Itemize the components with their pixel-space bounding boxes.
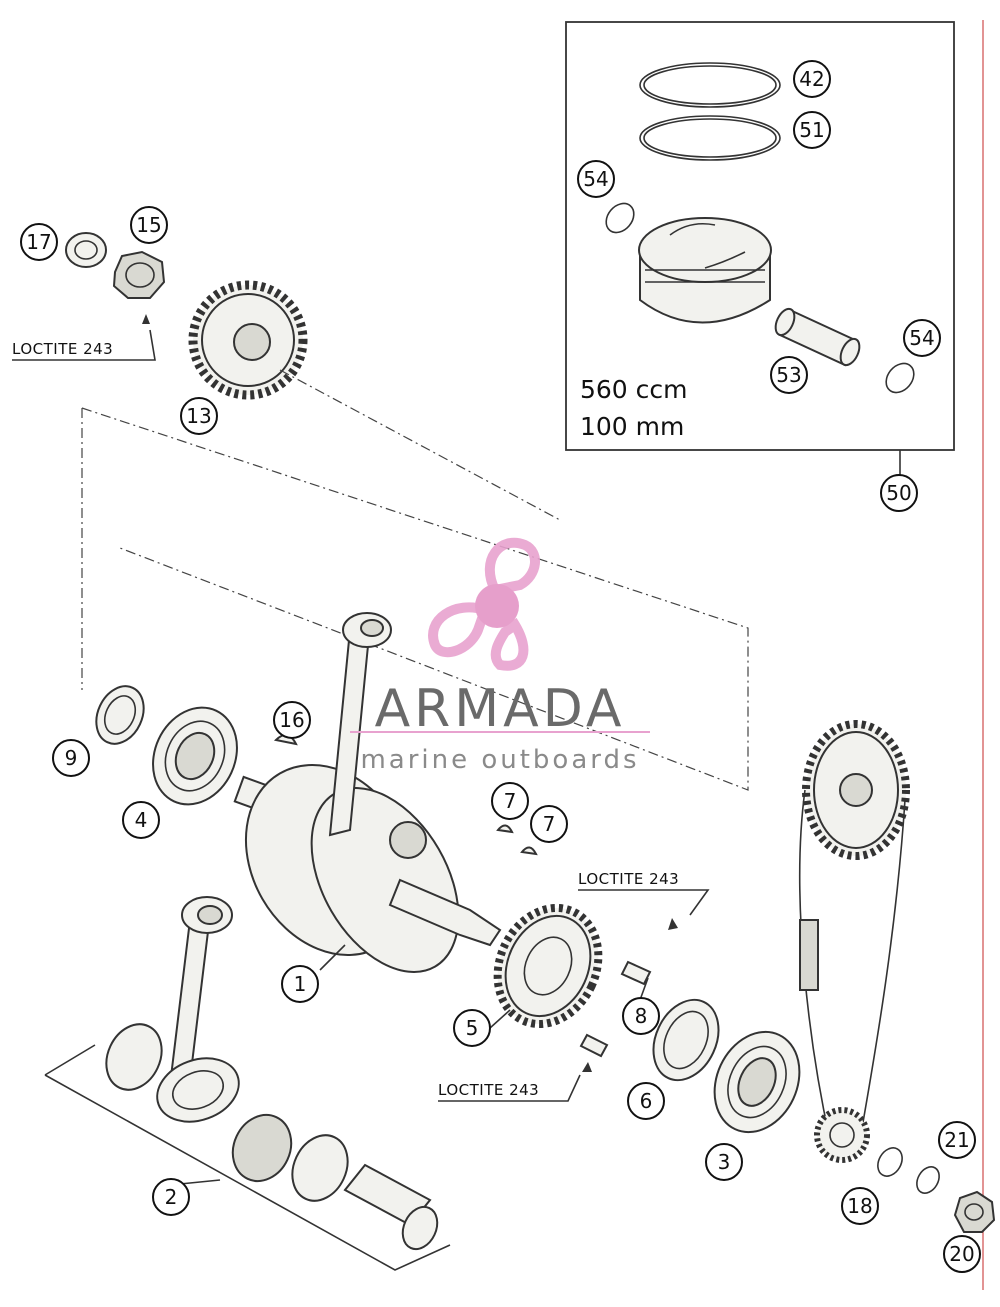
callout-16: 16 [273, 701, 311, 739]
crankshaft [233, 612, 502, 973]
callout-13: 13 [180, 397, 218, 435]
nut-20 [953, 1190, 996, 1233]
svg-text:42: 42 [799, 67, 824, 91]
nut-15 [112, 250, 166, 324]
svg-text:20: 20 [949, 1242, 974, 1266]
svg-text:8: 8 [635, 1004, 648, 1028]
svg-text:54: 54 [909, 326, 934, 350]
callout-54-right: 54 [903, 319, 941, 357]
circlip-left [605, 202, 635, 234]
piston [638, 217, 772, 324]
seal-ring-17 [65, 232, 107, 268]
screws-8 [579, 918, 678, 1072]
callout-3: 3 [705, 1143, 743, 1181]
svg-text:3: 3 [718, 1150, 731, 1174]
watermark-tagline: marine outboards [360, 745, 639, 775]
connecting-rod-kit [44, 896, 451, 1271]
svg-text:5: 5 [466, 1016, 479, 1040]
callout-20: 20 [943, 1235, 981, 1273]
circlip-18 [877, 1147, 903, 1177]
washer-21 [916, 1166, 940, 1194]
piston-ring-51 [639, 115, 781, 161]
svg-text:LOCTITE 243: LOCTITE 243 [578, 870, 679, 888]
svg-text:LOCTITE 243: LOCTITE 243 [12, 340, 113, 358]
svg-text:1: 1 [294, 972, 307, 996]
callout-7b: 7 [530, 805, 568, 843]
callout-2: 2 [152, 1178, 190, 1216]
callout-1: 1 [281, 965, 319, 1003]
assembly-line-frame [81, 407, 749, 791]
callout-17: 17 [20, 223, 58, 261]
callout-7a: 7 [491, 782, 529, 820]
svg-text:LOCTITE 243: LOCTITE 243 [438, 1081, 539, 1099]
svg-text:15: 15 [136, 213, 161, 237]
callout-21: 21 [938, 1121, 976, 1159]
timing-chain-assembly [798, 720, 910, 1163]
svg-text:53: 53 [776, 363, 801, 387]
svg-text:4: 4 [135, 808, 148, 832]
woodruff-key-7a [496, 824, 514, 834]
callout-53: 53 [770, 356, 808, 394]
svg-text:21: 21 [944, 1128, 969, 1152]
woodruff-key-7b [520, 846, 538, 856]
loctite-label-top-left: LOCTITE 243 [12, 329, 156, 361]
balancer-gear-13 [188, 280, 308, 400]
callout-4: 4 [122, 801, 160, 839]
callout-50: 50 [880, 474, 918, 512]
svg-text:13: 13 [186, 404, 211, 428]
svg-text:17: 17 [26, 230, 51, 254]
shim-washer-6 [652, 998, 720, 1082]
bore-label: 100 mm [580, 412, 684, 441]
piston-kit-box: 560 ccm 100 mm [565, 21, 955, 472]
svg-text:18: 18 [847, 1194, 872, 1218]
svg-text:51: 51 [799, 118, 824, 142]
svg-text:9: 9 [65, 746, 78, 770]
svg-text:2: 2 [165, 1185, 178, 1209]
callout-42: 42 [793, 60, 831, 98]
svg-text:6: 6 [640, 1089, 653, 1113]
callout-5: 5 [453, 1009, 491, 1047]
callout-51: 51 [793, 111, 831, 149]
leader-lines [169, 472, 901, 1186]
callout-8: 8 [622, 997, 660, 1035]
crank-gear-5 [493, 903, 603, 1029]
svg-text:16: 16 [279, 708, 304, 732]
svg-text:7: 7 [543, 812, 556, 836]
assembly-line-gear [279, 369, 561, 521]
armada-logo-icon [428, 537, 540, 671]
circlip-right [885, 362, 915, 394]
callout-6: 6 [627, 1082, 665, 1120]
main-bearing-4 [152, 706, 238, 806]
svg-text:54: 54 [583, 167, 608, 191]
watermark-brand: ARMADA [375, 679, 626, 739]
callout-9: 9 [52, 739, 90, 777]
loctite-label-right-top: LOCTITE 243 [578, 870, 710, 916]
main-bearing-3 [713, 1030, 801, 1134]
svg-text:50: 50 [886, 481, 911, 505]
callout-15: 15 [130, 206, 168, 244]
piston-ring-42 [639, 62, 781, 108]
seal-ring-9 [95, 685, 145, 745]
callout-54-left: 54 [577, 160, 615, 198]
loctite-label-right-bottom: LOCTITE 243 [438, 1074, 581, 1102]
svg-text:7: 7 [504, 789, 517, 813]
displacement-label: 560 ccm [580, 375, 688, 404]
callout-18: 18 [841, 1187, 879, 1225]
piston-pin [774, 307, 861, 367]
